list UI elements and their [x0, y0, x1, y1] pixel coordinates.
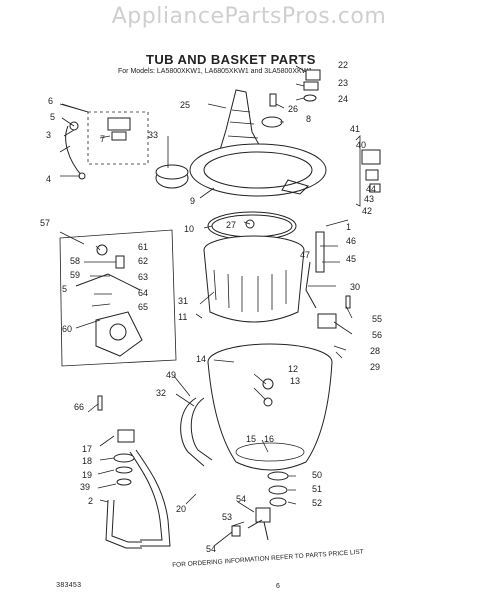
- callout-47: 47: [300, 250, 310, 260]
- callout-61: 61: [138, 242, 148, 252]
- inset-switch-assembly: [355, 135, 381, 207]
- callout-6: 6: [48, 96, 53, 106]
- callout-labels: 6 5 3 7 4 25 22 23 24 26 8 33 41 40 44 4…: [40, 60, 382, 554]
- watermark: AppliancePartsPros.com: [111, 4, 387, 29]
- callout-29: 29: [370, 362, 380, 372]
- callout-54b: 54: [206, 544, 216, 554]
- part-hoses: [129, 397, 213, 547]
- callout-3: 3: [46, 130, 51, 140]
- callout-44: 44: [366, 184, 376, 194]
- callout-11: 11: [178, 312, 187, 322]
- callout-5b: 5: [62, 284, 67, 294]
- part-cap-assembly: [261, 69, 321, 128]
- callout-43: 43: [364, 194, 374, 204]
- callout-45: 45: [346, 254, 356, 264]
- diagram-title: TUB AND BASKET PARTS: [146, 52, 316, 67]
- callout-57: 57: [40, 218, 50, 228]
- callout-23: 23: [338, 78, 348, 88]
- part-pump-parts: [305, 231, 351, 329]
- callout-60: 60: [62, 324, 72, 334]
- callout-65: 65: [138, 302, 148, 312]
- callout-49: 49: [166, 370, 176, 380]
- callout-9: 9: [190, 196, 195, 206]
- callout-39: 39: [80, 482, 90, 492]
- callout-55: 55: [372, 314, 382, 324]
- callout-66: 66: [74, 402, 84, 412]
- callout-33: 33: [148, 130, 158, 140]
- part-tub-ring: [189, 143, 327, 197]
- callout-31: 31: [178, 296, 188, 306]
- callout-13: 13: [290, 376, 300, 386]
- part-pump: [105, 429, 142, 549]
- part-filter: [155, 164, 189, 189]
- callout-8: 8: [306, 114, 311, 124]
- callout-7: 7: [100, 134, 105, 144]
- callout-14: 14: [196, 354, 206, 364]
- callout-1: 1: [346, 222, 351, 232]
- callout-54: 54: [236, 494, 246, 504]
- page-number: 6: [276, 583, 280, 590]
- callout-4: 4: [46, 174, 51, 184]
- callout-56: 56: [372, 330, 382, 340]
- callout-18: 18: [82, 456, 92, 466]
- part-agitator: [219, 89, 263, 151]
- callout-51: 51: [312, 484, 322, 494]
- callout-62: 62: [138, 256, 148, 266]
- callout-30: 30: [350, 282, 360, 292]
- part-bolt: [97, 395, 103, 411]
- callout-22: 22: [338, 60, 348, 70]
- callout-52: 52: [312, 498, 322, 508]
- callout-19: 19: [82, 470, 92, 480]
- leader-lines: [59, 65, 353, 547]
- callout-28: 28: [370, 346, 380, 356]
- callout-5: 5: [50, 112, 55, 122]
- callout-26: 26: [288, 104, 298, 114]
- callout-41: 41: [350, 124, 360, 134]
- callout-12: 12: [288, 364, 298, 374]
- callout-15: 15: [246, 434, 256, 444]
- callout-32: 32: [156, 388, 166, 398]
- part-outer-tub: [207, 343, 333, 471]
- part-basket: [203, 235, 305, 323]
- models-line: For Models: LA5800XKW1, LA6805XKW1 and 3…: [118, 68, 313, 75]
- callout-58: 58: [70, 256, 80, 266]
- callout-46: 46: [346, 236, 356, 246]
- callout-17: 17: [82, 444, 92, 454]
- part-drain-fittings: [231, 471, 289, 541]
- callout-16: 16: [264, 434, 274, 444]
- callout-63: 63: [138, 272, 148, 282]
- callout-40: 40: [356, 140, 366, 150]
- callout-27: 27: [226, 220, 236, 230]
- inset-brake-assembly: [59, 229, 177, 367]
- callout-59: 59: [70, 270, 80, 280]
- callout-50: 50: [312, 470, 322, 480]
- callout-24: 24: [338, 94, 348, 104]
- callout-42: 42: [362, 206, 372, 216]
- callout-53: 53: [222, 512, 232, 522]
- callout-25: 25: [180, 100, 190, 110]
- document-id: 383453: [56, 582, 82, 590]
- callout-2: 2: [88, 496, 93, 506]
- callout-20: 20: [176, 504, 186, 514]
- callout-10: 10: [184, 224, 194, 234]
- callout-64: 64: [138, 288, 148, 298]
